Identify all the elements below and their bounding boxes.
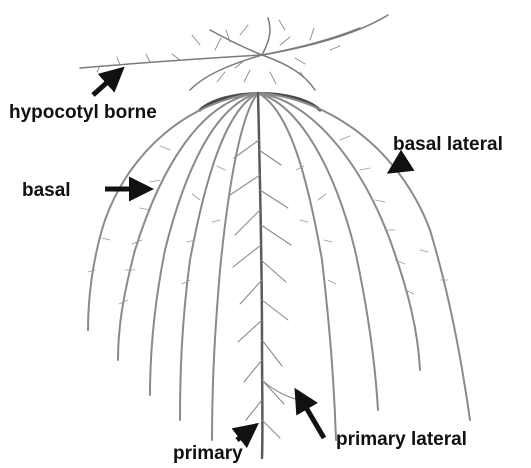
basal-root-hairs	[88, 136, 448, 304]
label-basal-lateral: basal lateral	[393, 134, 503, 155]
label-primary-lateral: primary lateral	[336, 429, 467, 450]
primary-root	[258, 93, 262, 458]
label-basal: basal	[22, 180, 71, 201]
lateral-roots	[230, 140, 300, 438]
label-primary: primary	[173, 443, 243, 464]
primary-lateral-arrow	[297, 392, 324, 438]
label-hypocotyl-borne: hypocotyl borne	[9, 102, 157, 123]
root-illustration	[80, 15, 470, 458]
primary-arrow	[237, 426, 255, 440]
hypocotyl-borne-arrow	[93, 70, 121, 95]
hypocotyl-borne-roots	[80, 15, 388, 90]
hypocotyl-hairs	[97, 20, 340, 84]
